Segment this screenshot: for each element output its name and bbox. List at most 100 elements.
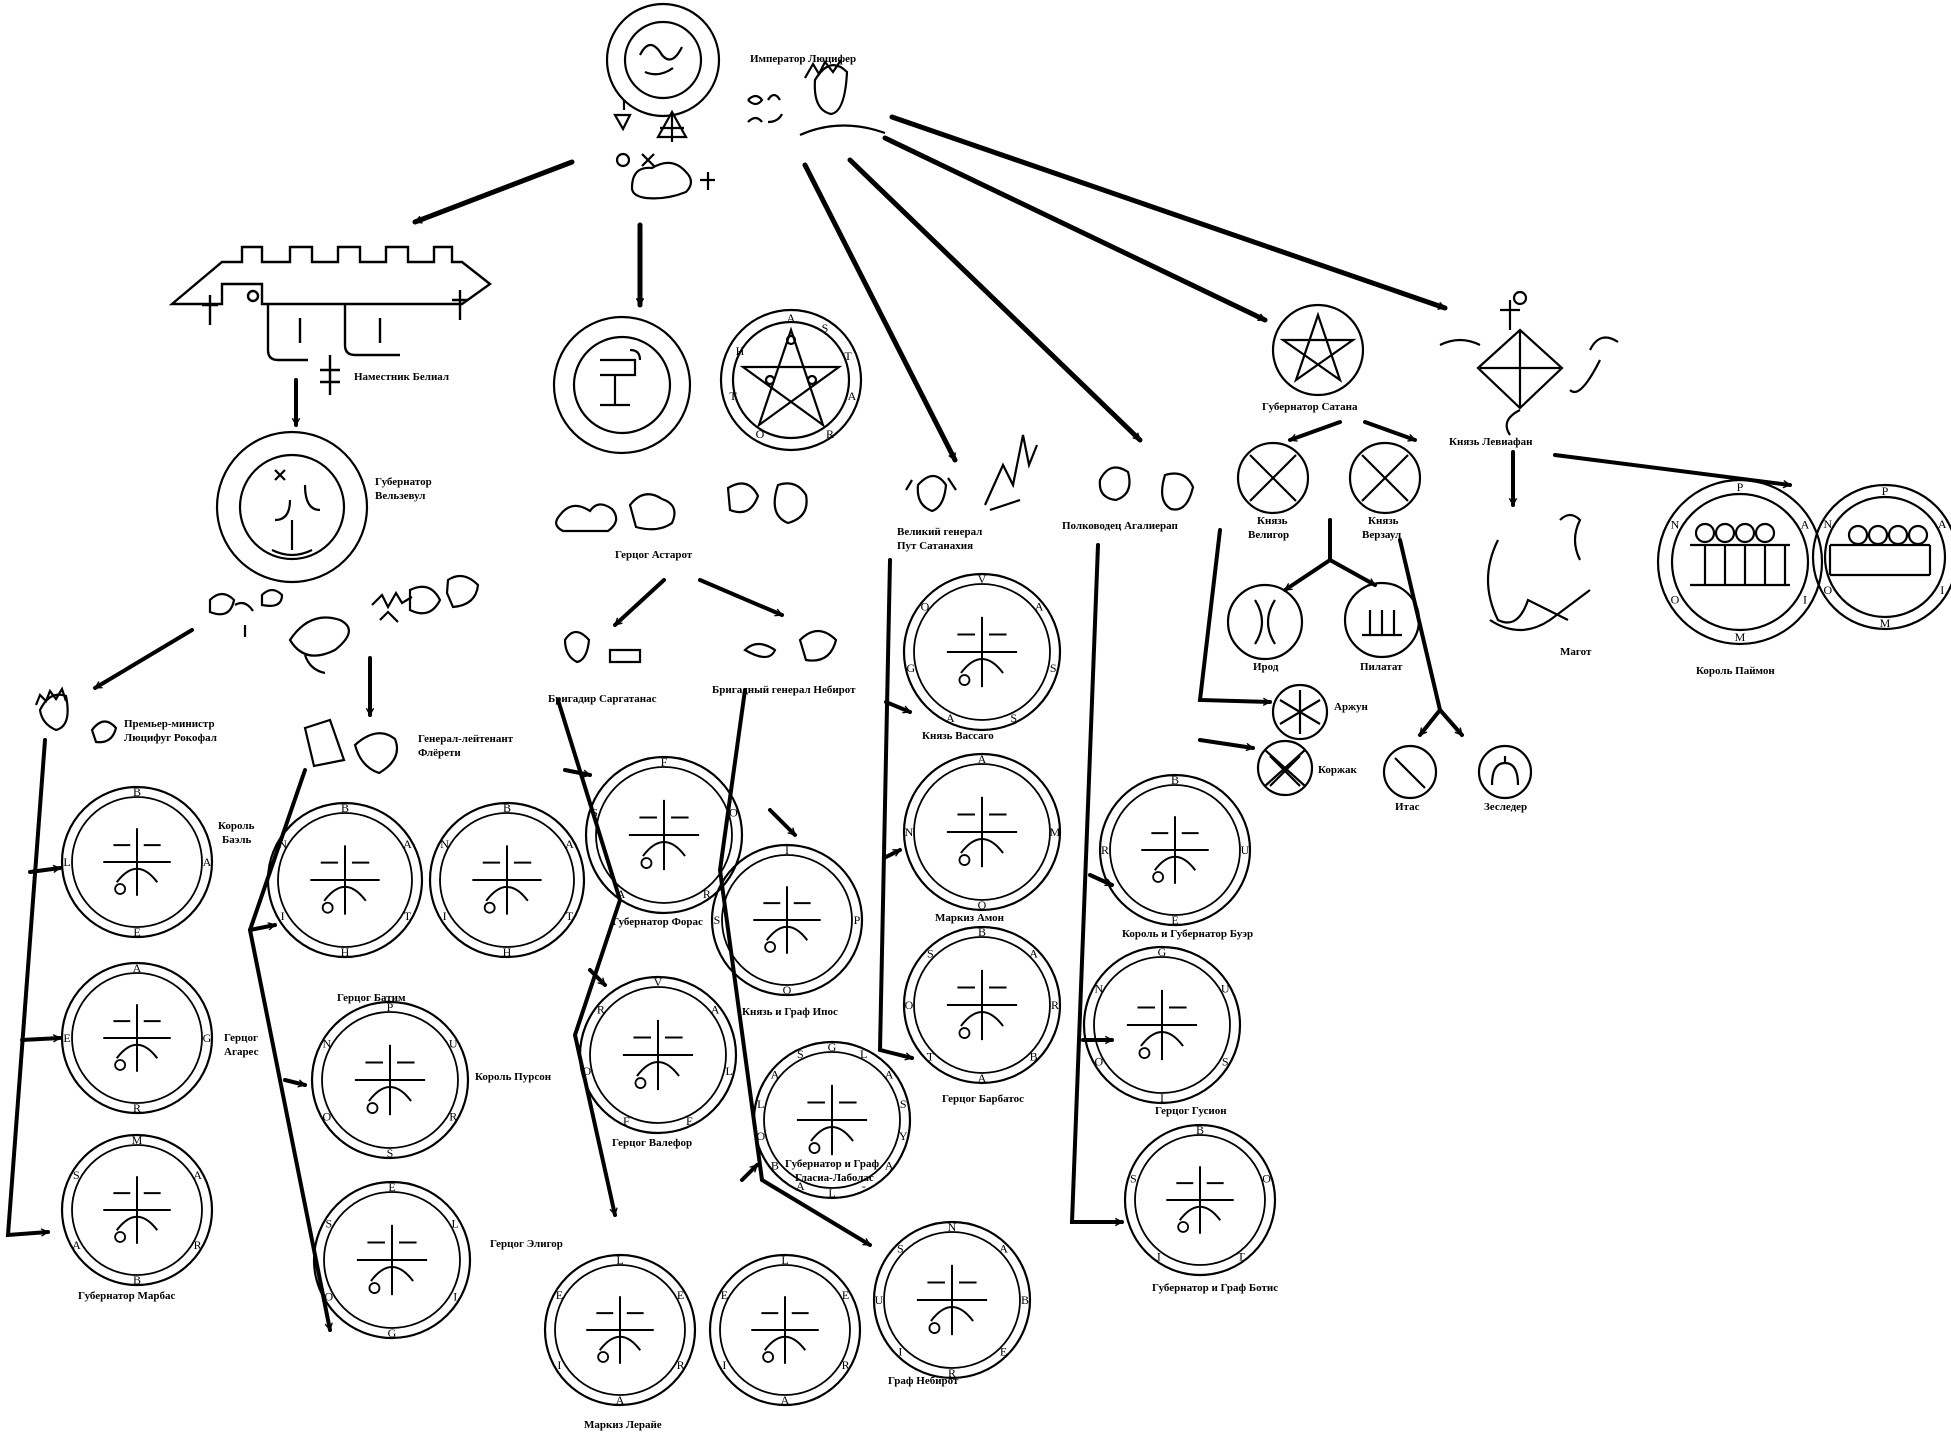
seal-letter: B [133,785,141,799]
seal-letter: - [862,1179,866,1193]
seal-letter: E [63,1031,70,1045]
seal-inner-ring [71,1144,203,1276]
seal-letter: V [654,975,663,989]
seal-letter: O [783,983,792,997]
seal-letter: A [616,1393,625,1407]
seal-outer-ring [584,755,744,915]
label-belial: Наместник Белиал [354,371,449,383]
seal-letter: I [785,843,789,857]
seal-letter: A [796,1179,805,1193]
label-paimon: Король Паймон [1696,665,1775,677]
seal-inner-ring [595,766,733,904]
seal-glyph-dot [114,1231,127,1243]
seal-letter: S [897,1241,904,1255]
seal-inner-ring [554,1264,686,1396]
seal-glyph [103,828,171,896]
seal-letter: A [885,1068,894,1082]
seal-letter: O [582,1064,591,1078]
label-verzaul-2: Верзаул [1362,529,1401,541]
seal-outer-ring [902,925,1062,1085]
seal-letter: P [854,913,861,927]
seal-letter: U [1241,843,1250,857]
arrow-to-satana [882,135,1268,323]
seal-letter: G [1158,945,1167,959]
svg-text:S: S [822,321,829,335]
seal-letter: A [781,1393,790,1407]
seal-letter: L [757,1097,764,1111]
seal-letter: G [906,661,915,675]
label-korzhak: Коржак [1318,764,1358,776]
seal-inner-ring [71,796,203,928]
seal-glyph [1166,1166,1234,1234]
seal-letter: L [860,1047,867,1061]
lucifuge-fleurety-sigils [34,686,399,775]
seal-glyph [310,845,380,915]
label-putsatanachia-1: Великий генерал [897,526,982,538]
seal-letter: O [1823,583,1832,597]
seal-letter: I [898,1345,902,1359]
label-foras: Губернатор Форас [612,916,703,928]
seal-outer-ring [902,572,1062,732]
seal-letter: O [756,1129,765,1143]
label-lucifuge-2: Люцифуг Рокофал [124,732,217,744]
label-valefor: Герцог Валефор [612,1137,693,1149]
brigadier-sigils [563,629,838,664]
seal-letter: M [1880,616,1891,630]
seal-glyph-dot [1177,1221,1190,1233]
seal-letter: Y [899,1129,908,1143]
seal-letter: L [452,1217,459,1231]
lucifer-sigils [605,2,886,200]
seal-letter: B [341,801,349,815]
agaliarept-sigils [1098,466,1195,511]
seal-letter: F [623,1114,630,1128]
seal-inner-ring [721,854,853,986]
seal-letter: I [1157,1250,1161,1264]
seal-letter: R [597,1003,605,1017]
label-lucifuge-1: Премьер-министр [124,718,215,730]
seal-letter: E [133,925,140,939]
seal-letter: I [722,1358,726,1372]
label-veligor-1: Князь [1257,515,1288,527]
seal-outer-ring [1082,945,1242,1105]
label-pursan: Король Пурсон [475,1071,552,1083]
seal-letter: A [978,752,987,766]
seal-glyph [753,886,821,954]
seal-glyph-dot [958,1027,971,1039]
seal-inner-ring [71,972,203,1104]
label-nebiros-brig: Бригадный генерал Небирот [712,684,856,696]
seal-letter: A [999,1241,1008,1255]
seal-inner-ring [277,812,413,948]
seal-letter: U [1221,982,1230,996]
seal-letter: S [325,1217,332,1231]
arrow-to-putsatanachia [802,162,958,463]
seal-letter: H [503,945,512,959]
seal-letter: I [557,1358,561,1372]
astaroth-letters: A S T A R O T H [729,311,856,441]
label-itas: Итас [1395,801,1420,813]
seal-letter: N [1823,517,1832,531]
label-nebiros-count: Граф Небирот [888,1375,959,1387]
label-agaliarept: Полководец Агалиерап [1062,520,1178,532]
label-vassago: Князь Вассаго [922,730,994,742]
seal-glyph [1141,816,1209,884]
seal-letter: A [133,961,142,975]
seal-letter: A [946,711,955,725]
svg-text:H: H [736,344,745,358]
seal-glyph [354,1044,426,1116]
seal-glyph-dot [634,1077,647,1089]
seal-glyph [586,1296,654,1364]
seal-inner-ring [439,812,575,948]
svg-text:A: A [848,389,857,403]
seal-letter: L [616,1253,623,1267]
seal-inner-ring [1093,956,1231,1094]
seal-glyph [796,1084,868,1156]
label-lucifer: Император Люцифер [750,53,856,65]
seal-outer-ring [60,961,214,1115]
label-verzaul-1: Князь [1368,515,1399,527]
seal-letter: R [1051,998,1059,1012]
seal-glyph [946,796,1018,868]
